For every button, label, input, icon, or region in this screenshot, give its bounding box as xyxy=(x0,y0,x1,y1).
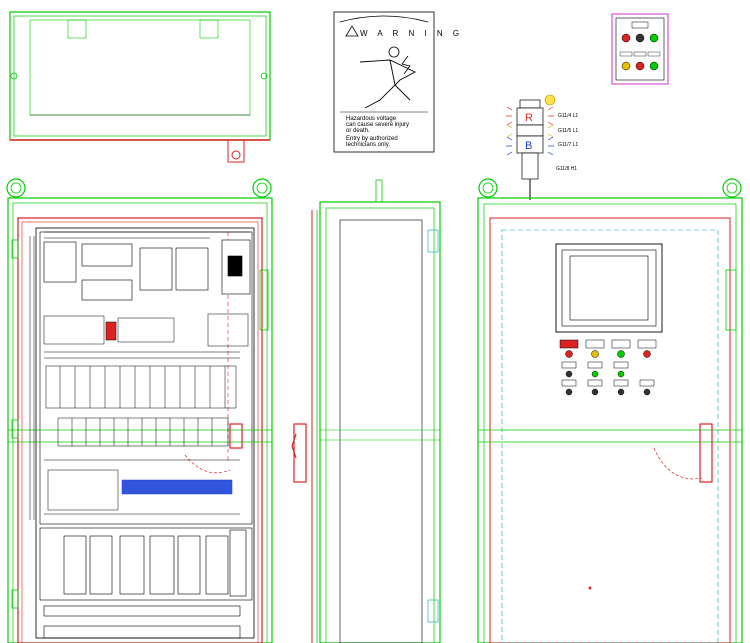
terminal-strip-1 xyxy=(43,313,249,359)
wire-label-column xyxy=(29,236,35,520)
busbar-row xyxy=(44,459,240,515)
cabinet-top-view xyxy=(9,11,271,163)
io-module-row xyxy=(57,417,229,447)
stack-light-letter-r: R xyxy=(525,112,533,124)
warning-line-4: Entry by authorized xyxy=(346,136,398,142)
operator-buttons xyxy=(559,339,657,396)
stack-light: R B G11/4 L1 G11/5 L1 G11/7 L1 G11/8 H1 xyxy=(506,94,578,200)
breaker-row-1 xyxy=(43,231,251,301)
warning-line-5: technicians only. xyxy=(346,142,390,148)
warning-line-2: can cause severe injury xyxy=(346,122,409,128)
warning-line-1: Hazardous voltage xyxy=(346,116,397,122)
warning-line-3: or death. xyxy=(346,128,370,134)
warning-label: W A R N I N G Hazardous voltage can caus… xyxy=(333,11,463,153)
relay-row xyxy=(45,365,237,409)
hmi-touch-screen xyxy=(555,243,663,333)
stack-light-tag-2: G11/5 L1 xyxy=(558,128,578,134)
stack-light-tag-4: G11/8 H1 xyxy=(556,166,577,172)
door-inside-view xyxy=(291,179,441,643)
cabinet-front-view xyxy=(477,178,743,643)
control-station-box xyxy=(611,13,669,85)
stack-light-letter-b: B xyxy=(525,140,532,152)
stack-light-tag-1: G11/4 L1 xyxy=(558,113,578,119)
stack-light-amber xyxy=(516,124,544,137)
stack-light-tag-3: G11/7 L1 xyxy=(558,142,578,148)
warning-title: W A R N I N G xyxy=(360,29,463,38)
contactor-row xyxy=(39,527,253,639)
